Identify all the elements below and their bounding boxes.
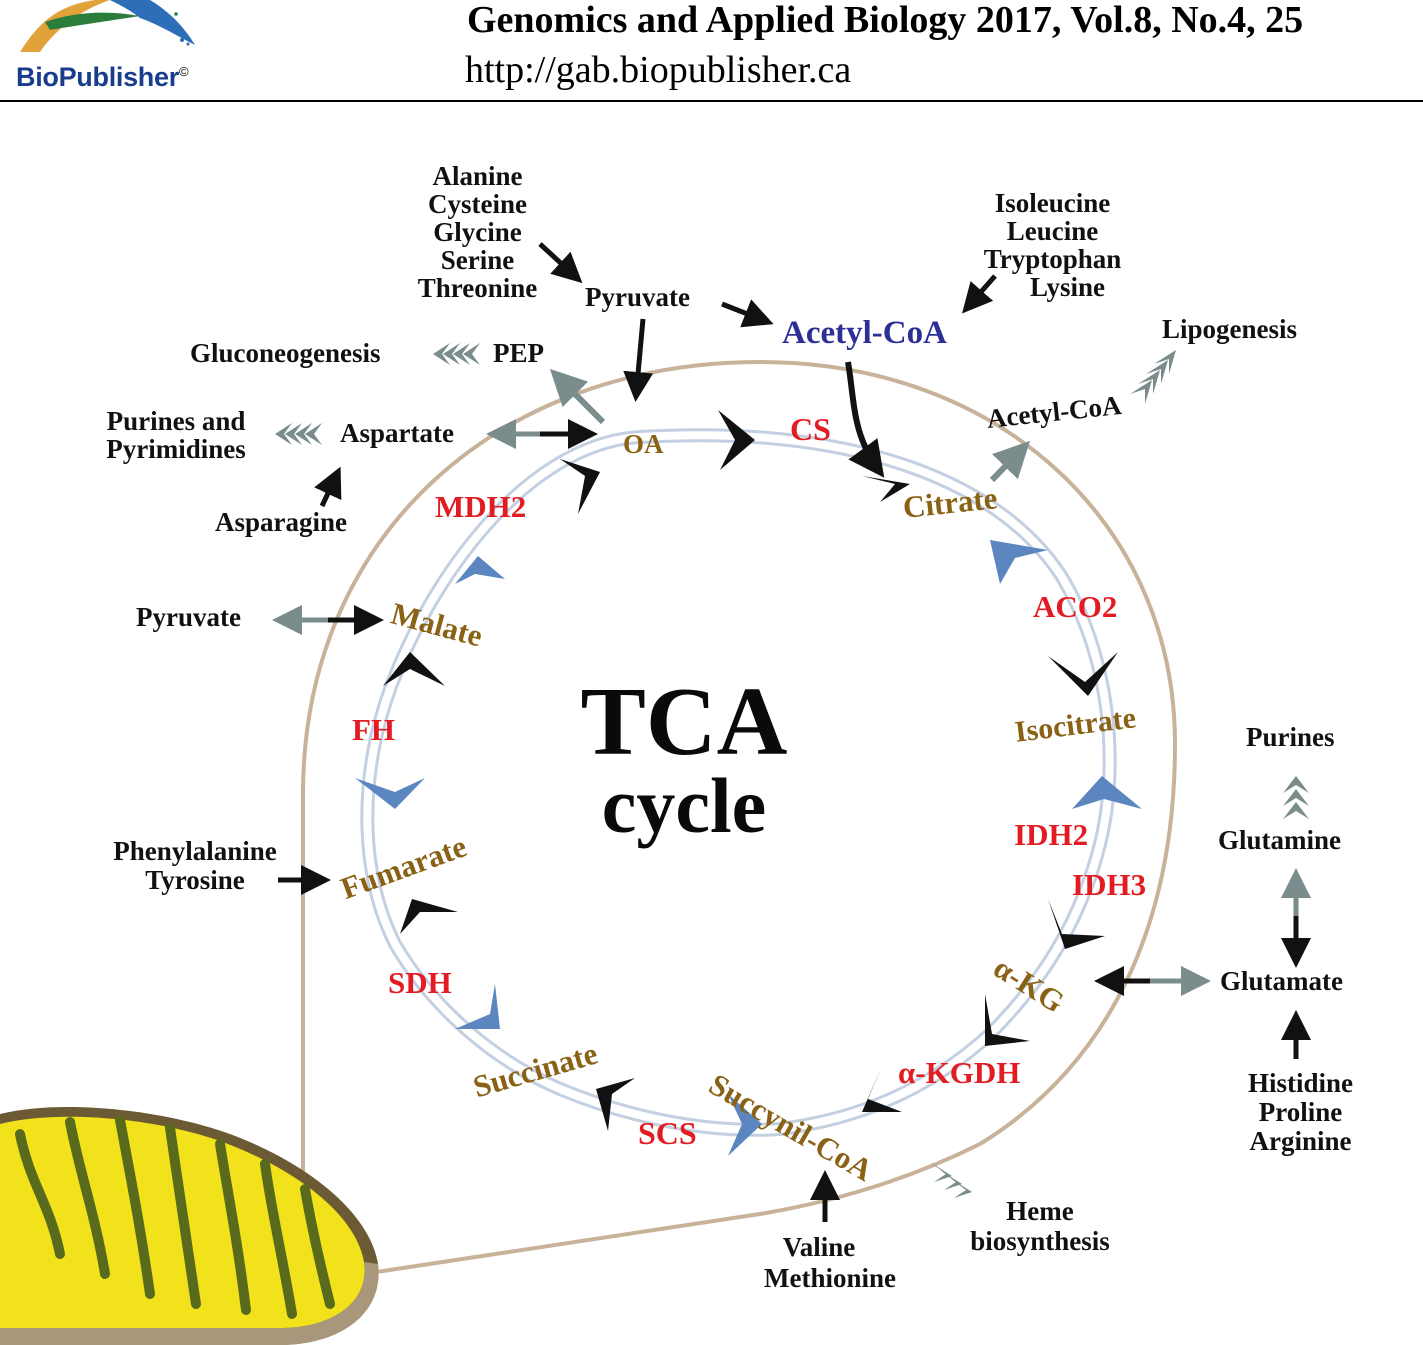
chevron-arrow-icon <box>596 1078 635 1131</box>
enzyme-idh2: IDH2 <box>1014 817 1089 852</box>
chevron-arrow-icon <box>862 476 910 502</box>
biopublisher-logo-icon <box>20 0 195 52</box>
registered-mark: © <box>178 64 189 79</box>
label-phenylalanine: Phenylalanine <box>113 836 277 866</box>
label-cysteine: Cysteine <box>428 189 527 220</box>
label-pyruvate-top: Pyruvate <box>585 282 690 312</box>
chevron-arrow-icon <box>1048 652 1118 696</box>
label-arginine: Arginine <box>1249 1126 1352 1157</box>
publisher-name-bio: Bio <box>16 62 59 92</box>
pyruvate-to-acetyl-coa-arrow <box>721 299 774 328</box>
label-isoleucine: Isoleucine <box>994 188 1111 218</box>
enzyme-scs: SCS <box>638 1115 697 1151</box>
label-heme: Heme <box>1006 1196 1074 1226</box>
header-divider <box>0 100 1423 102</box>
metabolite-oa: OA <box>623 429 664 459</box>
citrate-to-acetyl-coa-arrow <box>989 440 1031 483</box>
chevron-arrow-icon <box>400 899 458 934</box>
label-lipogenesis: Lipogenesis <box>1162 314 1298 344</box>
label-aspartate: Aspartate <box>340 418 454 448</box>
aspartate-to-nucleotides-chevrons <box>275 423 322 445</box>
amino-acids-to-pyruvate-arrow <box>538 242 583 284</box>
label-serine: Serine <box>440 245 515 276</box>
enzyme-sdh: SDH <box>388 965 452 1000</box>
chevron-arrow-icon <box>455 984 500 1029</box>
tca-cycle-diagram: TCA cycle Alanine Cysteine Glycine Serin… <box>0 104 1423 1345</box>
label-gluconeogenesis: Gluconeogenesis <box>190 338 381 368</box>
chevron-arrow-icon <box>862 1066 902 1112</box>
chevron-arrow-icon <box>1072 776 1142 809</box>
label-biosynthesis: biosynthesis <box>970 1225 1110 1256</box>
acetyl-coa-to-lipogenesis-chevrons <box>1130 350 1176 404</box>
mitochondrion-outline <box>301 359 1178 1278</box>
label-pyruvate-left: Pyruvate <box>136 602 241 632</box>
label-pyrimidines: Pyrimidines <box>106 434 246 465</box>
chevron-arrow-icon <box>990 540 1048 584</box>
label-alanine: Alanine <box>432 161 523 191</box>
label-purines-pyrimidines: Purines and Pyrimidines <box>92 407 260 463</box>
oa-to-pep-arrow <box>549 368 606 425</box>
mitochondrion-icon <box>0 1106 379 1345</box>
label-glycine: Glycine <box>433 217 522 248</box>
label-pep: PEP <box>493 338 544 368</box>
label-glutamine: Glutamine <box>1218 825 1342 855</box>
journal-url: http://gab.biopublisher.ca <box>465 49 852 91</box>
page-header: BioPublisher© Genomics and Applied Biolo… <box>0 0 1423 104</box>
chevron-arrow-icon <box>718 410 755 470</box>
label-leucine: Leucine <box>1006 216 1099 247</box>
acetyl-coa-to-citrate-arrow <box>845 361 885 478</box>
amino-acids-to-acetyl-coa-arrow <box>962 274 997 314</box>
label-purines: Purines <box>1246 722 1335 752</box>
tca-title-line1: TCA <box>580 668 788 776</box>
chevron-arrow-icon <box>355 778 425 809</box>
asparagine-to-aspartate-arrow <box>314 466 342 508</box>
enzyme-mdh2: MDH2 <box>435 489 527 524</box>
glutamine-to-purines-chevrons <box>1283 776 1309 819</box>
tca-cycle-title: TCA cycle <box>0 668 1423 850</box>
diagram-graphics <box>0 242 1311 1345</box>
enzyme-cs: CS <box>790 411 831 447</box>
enzyme-aco2: ACO2 <box>1033 589 1118 624</box>
label-tyrosine: Tyrosine <box>145 865 245 896</box>
label-his-pro-arg: Histidine Proline Arginine <box>1228 1068 1373 1157</box>
label-phe-tyr: Phenylalanine Tyrosine <box>95 836 295 896</box>
label-proline: Proline <box>1258 1097 1343 1128</box>
publisher-name-rest: Publisher <box>58 62 180 92</box>
label-valine: Valine <box>782 1232 856 1262</box>
label-threonine: Threonine <box>417 273 538 304</box>
label-purines-and: Purines and <box>106 406 246 436</box>
label-val-met: Valine Methionine <box>745 1232 915 1294</box>
label-lysine: Lysine <box>1029 272 1106 303</box>
chevron-arrow-icon <box>383 652 445 686</box>
enzyme-akgdh: α-KGDH <box>898 1055 1021 1090</box>
label-glutamate: Glutamate <box>1220 966 1343 996</box>
publisher-name: BioPublisher© <box>16 62 189 93</box>
journal-title: Genomics and Applied Biology 2017, Vol.8… <box>467 0 1304 41</box>
chevron-arrow-icon <box>985 994 1030 1046</box>
label-tryptophan: Tryptophan <box>983 244 1122 275</box>
chevron-arrow-icon <box>1048 899 1105 949</box>
label-acetyl-coa-top: Acetyl-CoA <box>782 315 947 351</box>
chevron-arrow-icon <box>455 556 505 584</box>
enzyme-idh3: IDH3 <box>1072 867 1147 902</box>
label-histidine: Histidine <box>1247 1068 1354 1098</box>
pep-to-gluconeogenesis-chevrons <box>433 343 480 365</box>
succinyl-to-heme-chevrons <box>930 1162 972 1198</box>
enzyme-fh: FH <box>352 712 396 747</box>
pyruvate-to-oa-arrow <box>623 318 654 402</box>
tca-title-line2: cycle <box>601 762 767 850</box>
label-asparagine: Asparagine <box>215 507 348 537</box>
chevron-arrow-icon <box>728 1094 762 1156</box>
chevron-arrow-icon <box>560 459 600 514</box>
label-heme-biosynthesis: Heme biosynthesis <box>955 1196 1125 1256</box>
amino-acid-group-1: Alanine Cysteine Glycine Serine Threonin… <box>405 162 550 302</box>
label-methionine: Methionine <box>764 1263 896 1294</box>
amino-acid-group-2: Isoleucine Leucine Tryptophan Lysine <box>970 189 1135 301</box>
